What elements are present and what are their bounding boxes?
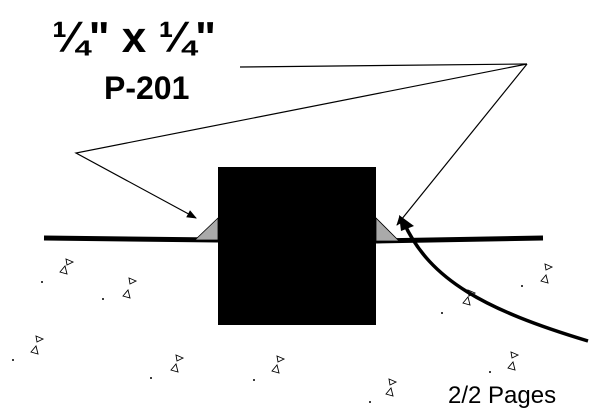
left-fillet-leader [74,63,528,219]
weld-size-label: ¼" x ¼" [52,13,216,62]
right-fillet-weld [375,217,400,242]
callout-leader-line [239,63,528,68]
page-indicator: 2/2 Pages [448,382,556,409]
left-fillet-weld [194,217,219,241]
part-code-label: P-201 [104,70,189,106]
curved-arrow-head [399,215,414,231]
curved-arrow [402,222,589,343]
welded-block [218,167,376,325]
aggregate-texture [12,258,554,403]
base-plate-line [43,235,544,244]
right-fillet-leader [396,63,528,226]
